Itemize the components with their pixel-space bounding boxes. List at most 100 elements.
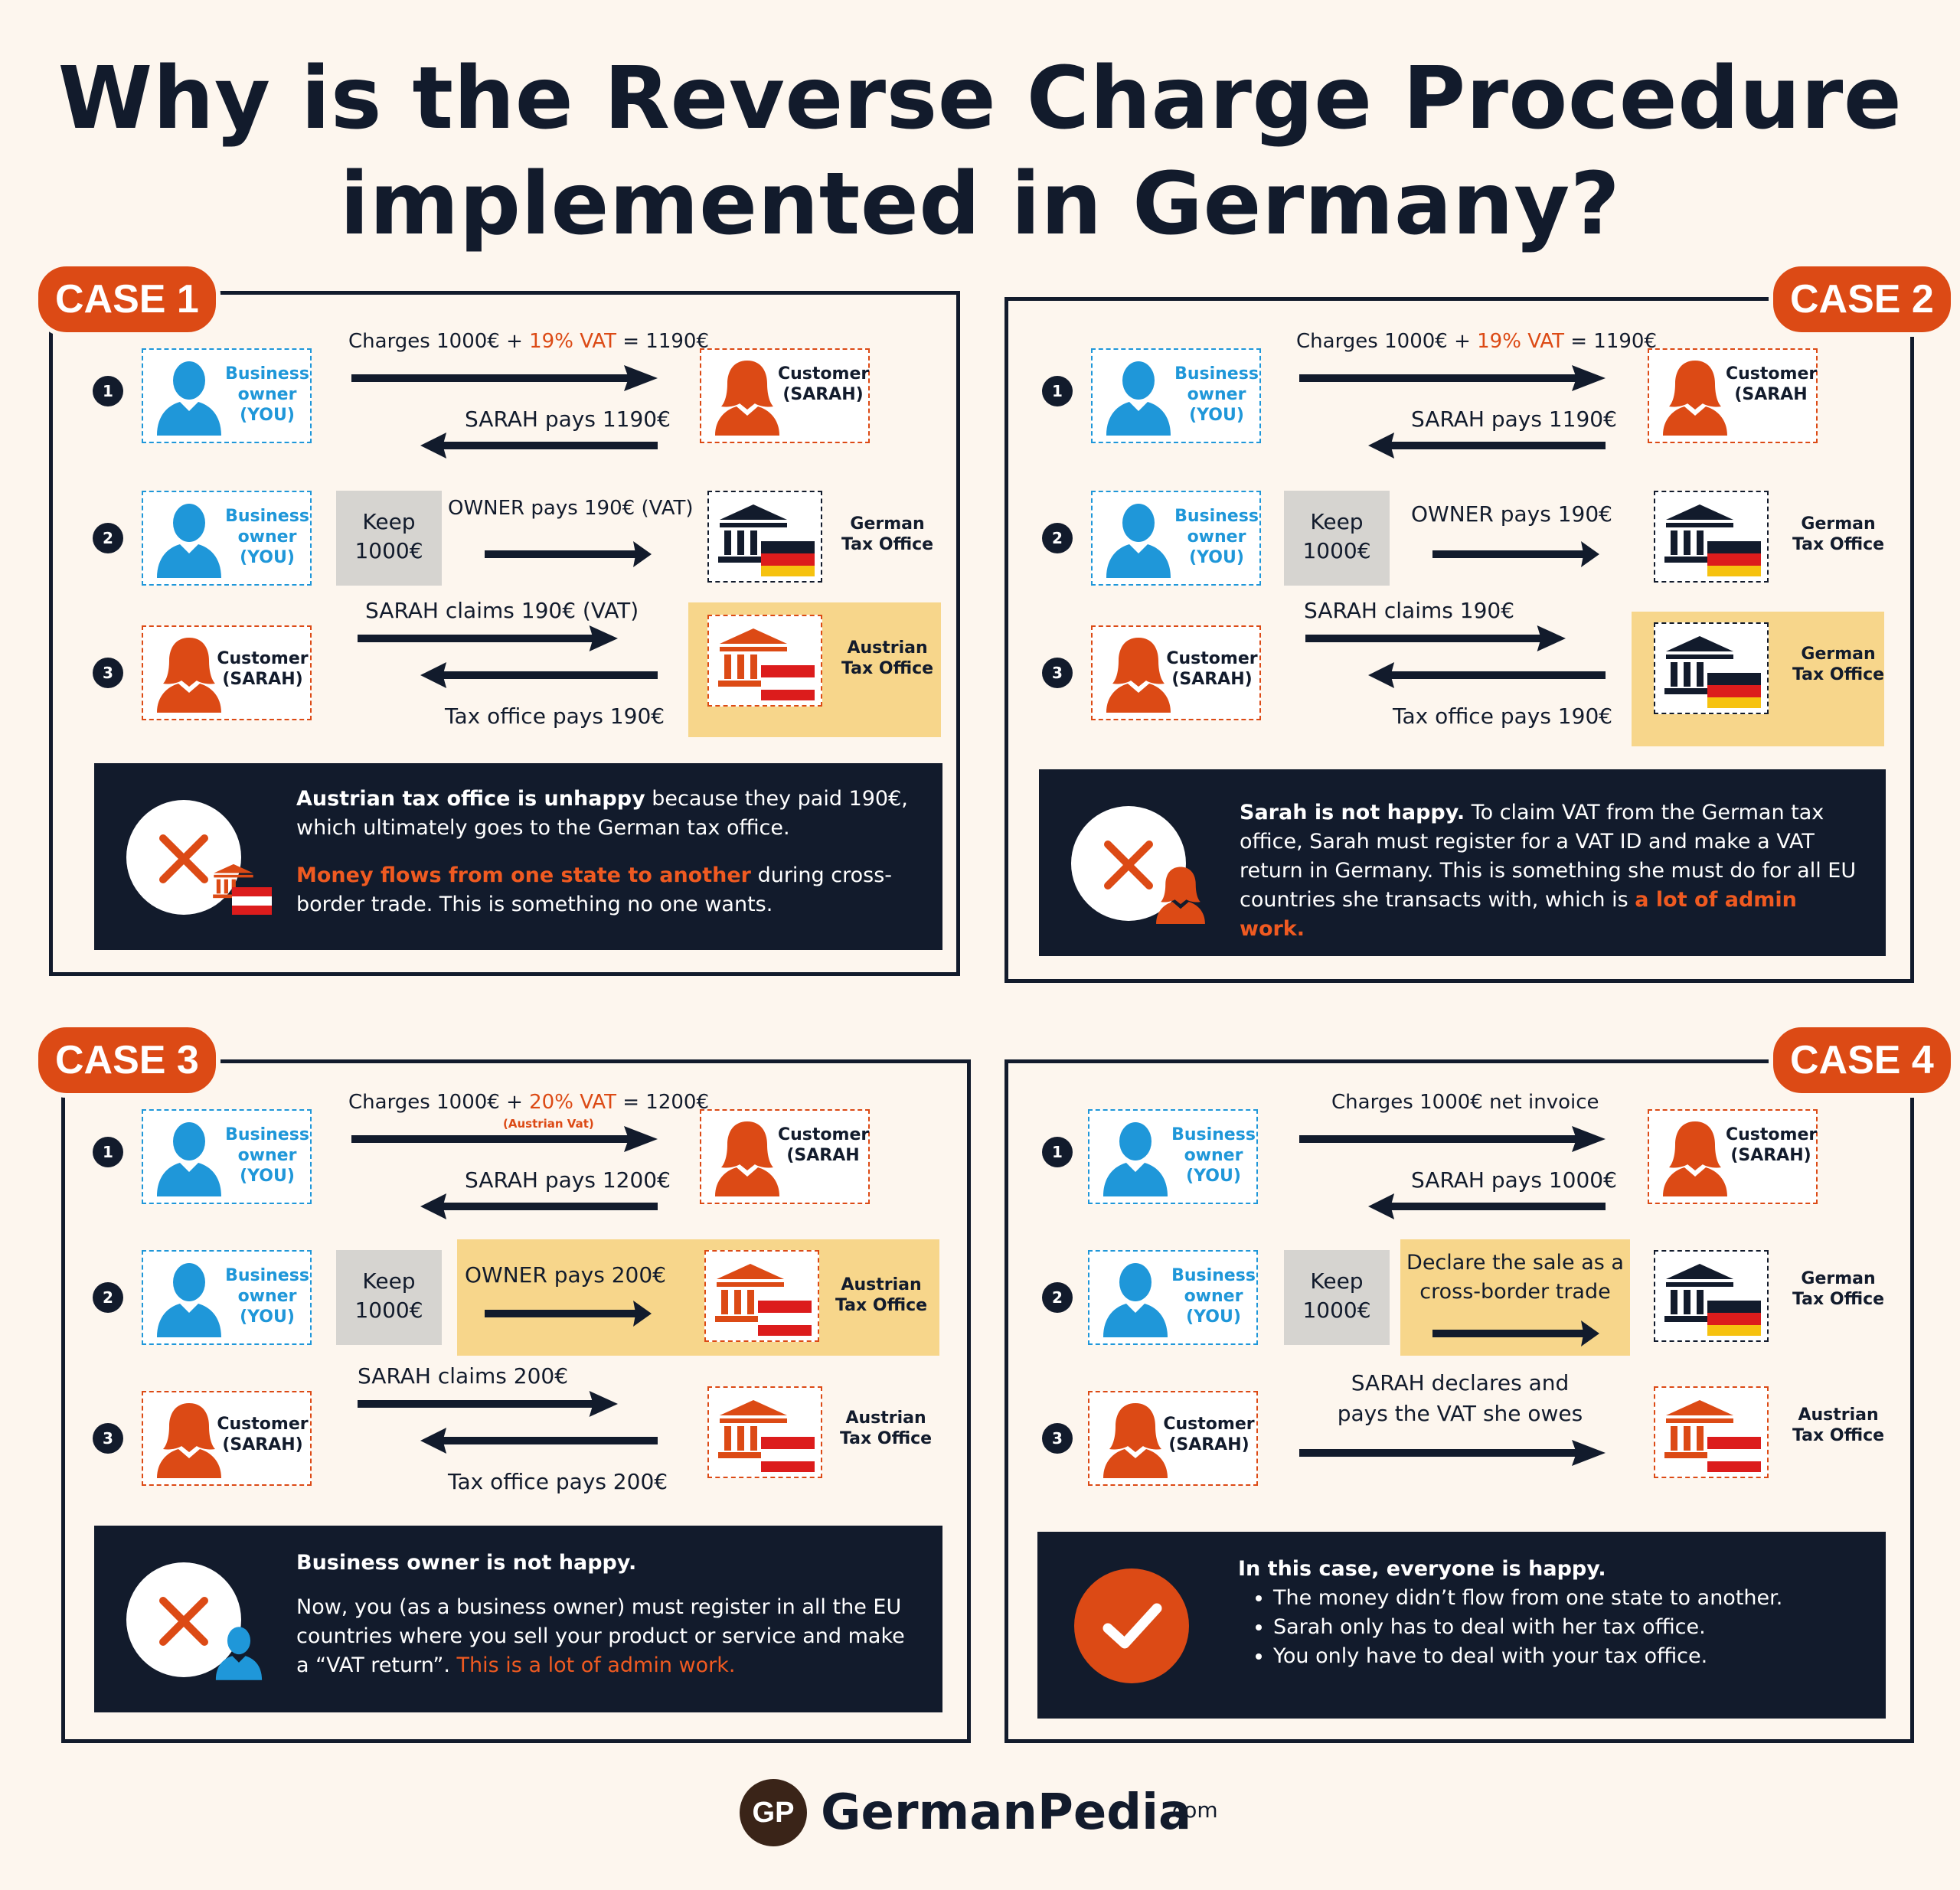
charge-label: Charges 1000€ + 20% VAT = 1200€ (348, 1091, 709, 1114)
bank-icon (718, 1400, 815, 1472)
customer-small-icon (1154, 866, 1207, 924)
case-2-step-3: 3 Customer(SARAH) SARAH claims 190€ Tax … (1008, 598, 1912, 729)
arrow-left (420, 1193, 658, 1219)
arrow-right (1432, 541, 1599, 567)
arrow-right (1432, 1320, 1599, 1347)
step-number: 1 (93, 1137, 123, 1167)
arrow-right (1299, 365, 1606, 391)
customer-icon (154, 636, 224, 713)
bank-icon (1664, 1264, 1761, 1336)
german-tax-office-card (1654, 1250, 1769, 1342)
bank-icon (1664, 636, 1761, 708)
arrow-right (351, 365, 658, 391)
customer-label: Customer(SARAH) (1166, 649, 1258, 689)
list-item: You only have to deal with your tax offi… (1273, 1642, 1866, 1671)
customer-card: Customer(SARAH) (142, 625, 312, 720)
owner-pays-label: OWNER pays 190€ (1411, 501, 1612, 527)
austrian-tax-office-card (707, 615, 822, 707)
customer-card: Customer(SARAH) (1088, 1391, 1258, 1486)
arrow-right (358, 1391, 618, 1417)
case-3-tag: CASE 3 (34, 1023, 220, 1098)
step-number: 3 (1042, 658, 1073, 688)
customer-icon (712, 359, 782, 436)
customer-label: Customer(SARAH) (217, 649, 309, 689)
arrow-left (420, 1428, 658, 1454)
austrian-tax-office-card (704, 1250, 819, 1342)
charge-label: Charges 1000€ + 19% VAT = 1190€ (348, 330, 709, 353)
customer-icon (154, 1402, 224, 1478)
customer-card: Customer(SARAH (700, 1109, 870, 1204)
german-tax-office-card (1654, 622, 1769, 714)
refund-label: Tax office pays 200€ (448, 1469, 668, 1494)
arrow-left (420, 433, 658, 459)
arrow-right (485, 541, 652, 567)
page-title: Why is the Reverse Charge Procedure impl… (0, 46, 1960, 257)
bank-icon (1664, 504, 1761, 576)
case-1-note: Austrian tax office is unhappy because t… (94, 763, 942, 950)
arrow-left (1368, 1193, 1606, 1219)
owner-pays-label: OWNER pays 200€ (465, 1262, 666, 1288)
arrow-right (1299, 1440, 1606, 1466)
germanpedia-logo: GP (740, 1779, 807, 1846)
customer-card: Customer(SARAH (1648, 348, 1818, 443)
customer-icon (1100, 1402, 1171, 1478)
customer-label: Customer(SARAH (778, 1125, 870, 1165)
list-item: Sarah only has to deal with her tax offi… (1273, 1613, 1866, 1642)
customer-label: Customer(SARAH) (1163, 1415, 1255, 1454)
customer-label: Customer(SARAH) (778, 364, 870, 404)
bank-icon (715, 1264, 812, 1336)
step-number: 1 (1042, 376, 1073, 406)
business-owner-icon (154, 1120, 224, 1196)
customer-card: Customer(SARAH) (1648, 1109, 1818, 1204)
list-item: The money didn’t flow from one state to … (1273, 1584, 1866, 1613)
business-owner-icon (1103, 501, 1174, 578)
arrow-right (1299, 1126, 1606, 1152)
customer-icon (1660, 1120, 1730, 1196)
business-owner-icon (1100, 1261, 1171, 1337)
case-2-tag: CASE 2 (1769, 262, 1955, 337)
claim-label: SARAH claims 190€ (VAT) (365, 598, 639, 623)
business-owner-icon (1100, 1120, 1171, 1196)
case-3-note: Business owner is not happy. Now, you (a… (94, 1526, 942, 1712)
payment-label: SARAH pays 1190€ (1411, 406, 1617, 432)
arrow-left (420, 662, 658, 688)
arrow-left (1368, 662, 1606, 688)
business-owner-icon (154, 501, 224, 578)
title-line-1: Why is the Reverse Charge Procedure (57, 49, 1903, 149)
german-tax-office-card (707, 491, 822, 583)
bank-icon (1664, 1400, 1761, 1472)
payment-label: SARAH pays 1000€ (1411, 1167, 1617, 1193)
case-3-step-3: 3 Customer(SARAH) SARAH claims 200€ Tax … (65, 1363, 969, 1494)
bank-icon (718, 504, 815, 576)
cross-icon (159, 834, 208, 883)
customer-icon (712, 1120, 782, 1196)
charge-label: Charges 1000€ + 19% VAT = 1190€ (1296, 330, 1657, 353)
note-text: Austrian tax office is unhappy because t… (296, 787, 908, 916)
arrow-right (1305, 625, 1566, 651)
customer-label: Customer(SARAH (1726, 364, 1818, 404)
customer-card: Customer(SARAH) (142, 1391, 312, 1486)
arrow-right (485, 1301, 652, 1327)
